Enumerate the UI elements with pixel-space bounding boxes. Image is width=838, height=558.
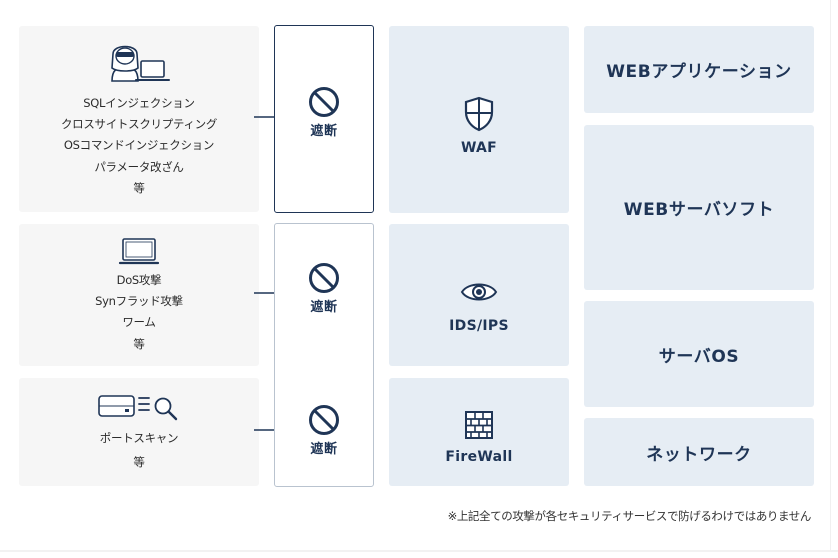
attack-line: 等 — [133, 336, 145, 351]
layer-network: ネットワーク — [584, 418, 814, 486]
layer-label: WEBサーバソフト — [623, 200, 775, 220]
brick-wall-icon — [465, 410, 493, 439]
attack-line: 等 — [133, 455, 145, 469]
layer-label: WEBアプリケーション — [606, 62, 792, 82]
service-firewall: FireWall — [389, 378, 569, 486]
service-ids-ips: IDS/IPS — [389, 224, 569, 366]
divider — [830, 0, 831, 550]
block-panel-waf — [274, 25, 374, 213]
layer-web-application: WEBアプリケーション — [584, 26, 814, 113]
service-waf: WAF — [389, 26, 569, 213]
attack-box-web: SQLインジェクション クロスサイトスクリプティング OSコマンドインジェクショ… — [19, 26, 259, 212]
attack-line: 等 — [133, 180, 145, 195]
block-label: 遮断 — [310, 442, 338, 457]
attack-line: ポートスキャン — [99, 431, 179, 445]
attack-line: ワーム — [122, 315, 156, 330]
service-label: WAF — [460, 139, 498, 156]
hacker-laptop-icon — [107, 40, 171, 84]
prohibited-icon — [309, 405, 339, 435]
divider — [0, 550, 838, 552]
prohibited-icon — [309, 263, 339, 293]
block-panel-lower — [274, 223, 374, 487]
attack-box-network: DoS攻撃 Synフラッド攻撃 ワーム 等 — [19, 224, 259, 366]
block-label: 遮断 — [310, 300, 338, 315]
block-item: 遮断 — [304, 404, 344, 457]
layer-server-os: サーバOS — [584, 301, 814, 407]
prohibited-icon — [309, 87, 339, 117]
service-label: IDS/IPS — [449, 318, 509, 334]
attack-box-scan: ポートスキャン 等 — [19, 378, 259, 486]
attack-line: Synフラッド攻撃 — [95, 294, 183, 309]
attack-line: クロスサイトスクリプティング — [60, 117, 218, 132]
service-label: FireWall — [445, 448, 513, 465]
layer-web-server-software: WEBサーバソフト — [584, 125, 814, 290]
attack-line: OSコマンドインジェクション — [63, 138, 215, 153]
block-item: 遮断 — [304, 262, 344, 315]
block-item: 遮断 — [304, 86, 344, 139]
attack-line: DoS攻撃 — [116, 273, 162, 287]
laptop-icon — [118, 237, 160, 265]
footnote: ※上記全ての攻撃が各セキュリティサービスで防げるわけではありません — [447, 509, 812, 523]
layer-label: サーバOS — [658, 346, 740, 367]
eye-icon — [460, 283, 498, 301]
block-label: 遮断 — [310, 124, 338, 139]
layer-label: ネットワーク — [646, 444, 752, 465]
shield-icon — [464, 96, 494, 131]
attack-line: SQLインジェクション — [83, 96, 195, 110]
server-scan-icon — [97, 392, 181, 422]
attack-line: パラメータ改ざん — [94, 159, 184, 174]
